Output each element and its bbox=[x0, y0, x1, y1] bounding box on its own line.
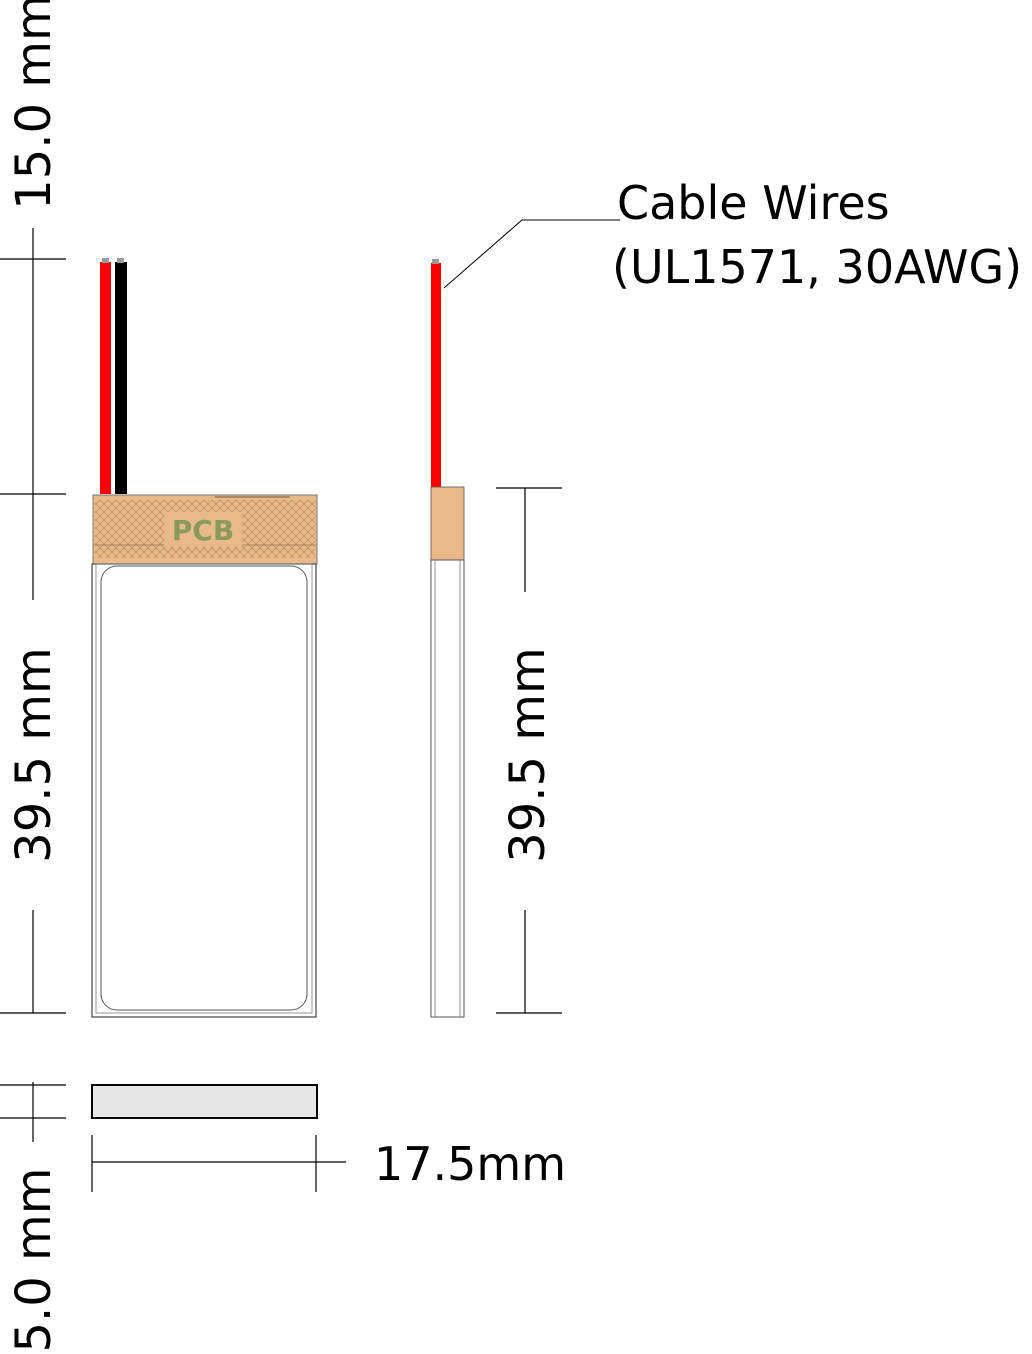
left-dimension-lines bbox=[0, 228, 66, 1142]
thickness-label: 5.0 mm bbox=[6, 1167, 62, 1352]
width-label: 17.5mm bbox=[374, 1137, 566, 1191]
body-length-label-front: 39.5 mm bbox=[6, 647, 62, 863]
front-cable-wires bbox=[100, 258, 127, 494]
cell-body bbox=[91, 563, 317, 1018]
cable-label-line2: (UL1571, 30AWG) bbox=[612, 240, 1022, 294]
width-dimension-lines bbox=[91, 1135, 346, 1192]
cable-leader-line bbox=[443, 219, 620, 289]
pcb-label: PCB bbox=[172, 514, 234, 547]
top-view bbox=[91, 1084, 318, 1119]
front-view: PCB bbox=[91, 258, 318, 1018]
side-view bbox=[430, 259, 465, 1018]
wire-length-label: 15.0 mm bbox=[6, 0, 62, 210]
body-length-label-side: 39.5 mm bbox=[500, 647, 556, 863]
cable-label-line1: Cable Wires bbox=[617, 176, 890, 230]
pcb-block bbox=[92, 494, 318, 565]
side-dimension-lines bbox=[496, 487, 562, 1014]
